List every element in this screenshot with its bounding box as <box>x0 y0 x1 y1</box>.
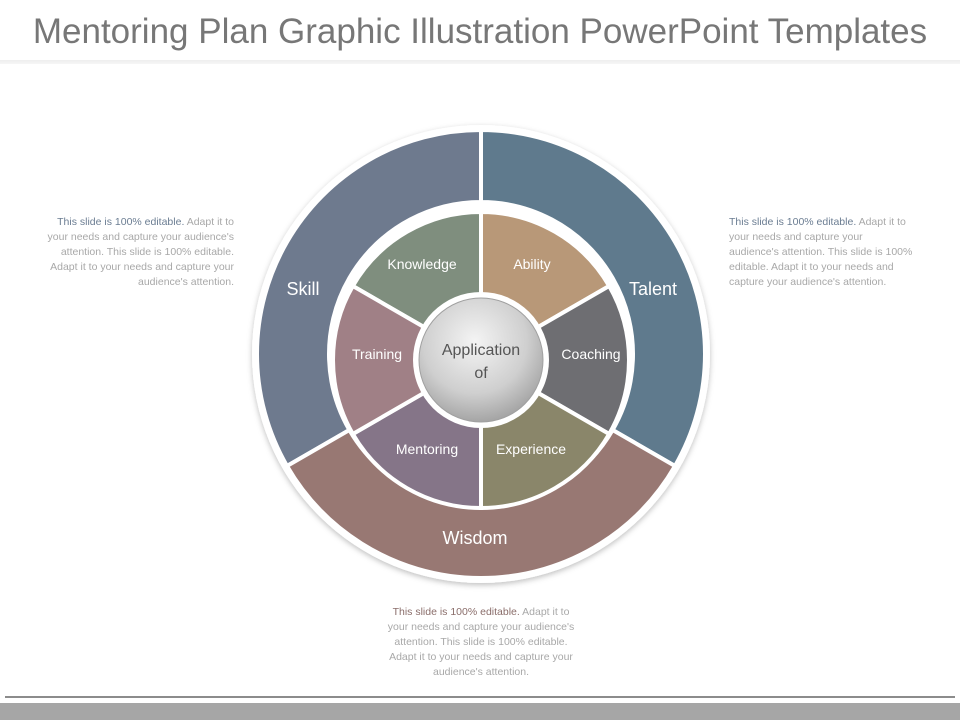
inner-label-training: Training <box>352 346 402 362</box>
center-label-line-1: Application <box>442 342 520 359</box>
title-divider <box>0 60 960 64</box>
outer-label-skill: Skill <box>286 279 319 299</box>
left-description-lead: This slide is 100% editable. <box>57 216 185 228</box>
outer-segment-talent <box>479 127 707 469</box>
inner-label-knowledge: Knowledge <box>387 256 456 272</box>
left-description: This slide is 100% editable. Adapt it to… <box>44 215 234 290</box>
outer-label-wisdom: Wisdom <box>442 528 507 548</box>
center-hub <box>418 297 544 423</box>
inner-label-mentoring: Mentoring <box>396 441 458 457</box>
footer-bar <box>0 703 960 720</box>
right-description: This slide is 100% editable. Adapt it to… <box>729 215 914 290</box>
outer-segment-skill <box>255 127 483 469</box>
footer-divider <box>5 696 955 698</box>
center-label-line-2: of <box>474 365 488 382</box>
right-description-lead: This slide is 100% editable. <box>729 216 857 228</box>
slide-title: Mentoring Plan Graphic Illustration Powe… <box>32 12 928 51</box>
bottom-description: This slide is 100% editable. Adapt it to… <box>382 605 580 680</box>
inner-label-ability: Ability <box>513 256 550 272</box>
inner-label-coaching: Coaching <box>561 346 620 362</box>
inner-ring <box>331 209 631 511</box>
outer-label-talent: Talent <box>629 279 677 299</box>
right-description-body: Adapt it to your needs and capture your … <box>729 216 913 288</box>
inner-label-experience: Experience <box>496 441 566 457</box>
bottom-description-body: Adapt it to your needs and capture your … <box>387 606 575 678</box>
bottom-description-lead: This slide is 100% editable. <box>392 606 520 618</box>
left-description-body: Adapt it to your needs and capture your … <box>47 216 234 288</box>
